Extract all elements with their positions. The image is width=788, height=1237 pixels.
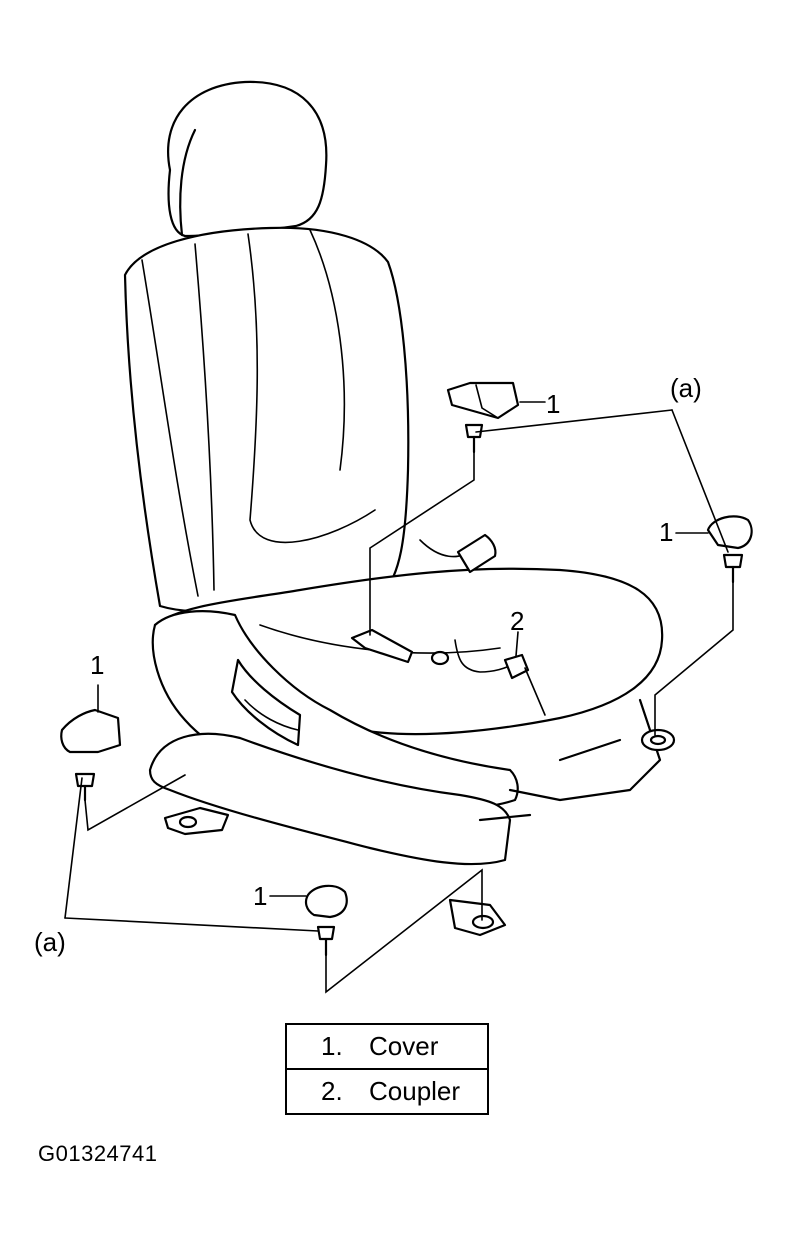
callout-cover-left: 1	[90, 650, 104, 680]
legend-row: 1. Cover	[285, 1023, 489, 1070]
bolt-front	[316, 925, 336, 957]
bolt-top-center	[464, 423, 484, 454]
legend-cell: 2. Coupler	[285, 1068, 489, 1115]
cover-right	[706, 515, 753, 550]
cover-front	[304, 884, 348, 919]
figure-id: G01324741	[38, 1141, 158, 1166]
callout-fastener-group-left: (a)	[34, 927, 66, 957]
legend-row: 2. Coupler	[285, 1068, 489, 1115]
mounting-foot-front-left	[448, 898, 507, 937]
cover-left	[60, 708, 122, 754]
bolt-right	[722, 553, 744, 584]
legend-table: 1. Cover 2. Coupler	[285, 1023, 489, 1115]
mounting-foot-rear-right	[640, 728, 676, 752]
seat-base	[148, 610, 662, 866]
callout-coupler: 2	[510, 606, 524, 636]
callout-cover-right: 1	[659, 517, 673, 547]
legend-label: Coupler	[369, 1076, 461, 1106]
callout-cover-front: 1	[253, 881, 267, 911]
legend-number: 1.	[321, 1031, 343, 1061]
bolt-left	[74, 772, 96, 802]
coupler	[350, 628, 546, 716]
callout-fastener-group-right: (a)	[670, 373, 702, 403]
headrest	[167, 80, 328, 238]
legend-label: Cover	[369, 1031, 439, 1061]
mounting-foot-rear-left	[163, 806, 230, 836]
alignment-lines	[64, 401, 734, 994]
cover-top-center	[446, 381, 520, 420]
seat-back	[123, 226, 410, 613]
legend-cell: 1. Cover	[285, 1023, 489, 1070]
callout-cover-top: 1	[546, 389, 560, 419]
legend-number: 2.	[321, 1076, 343, 1106]
